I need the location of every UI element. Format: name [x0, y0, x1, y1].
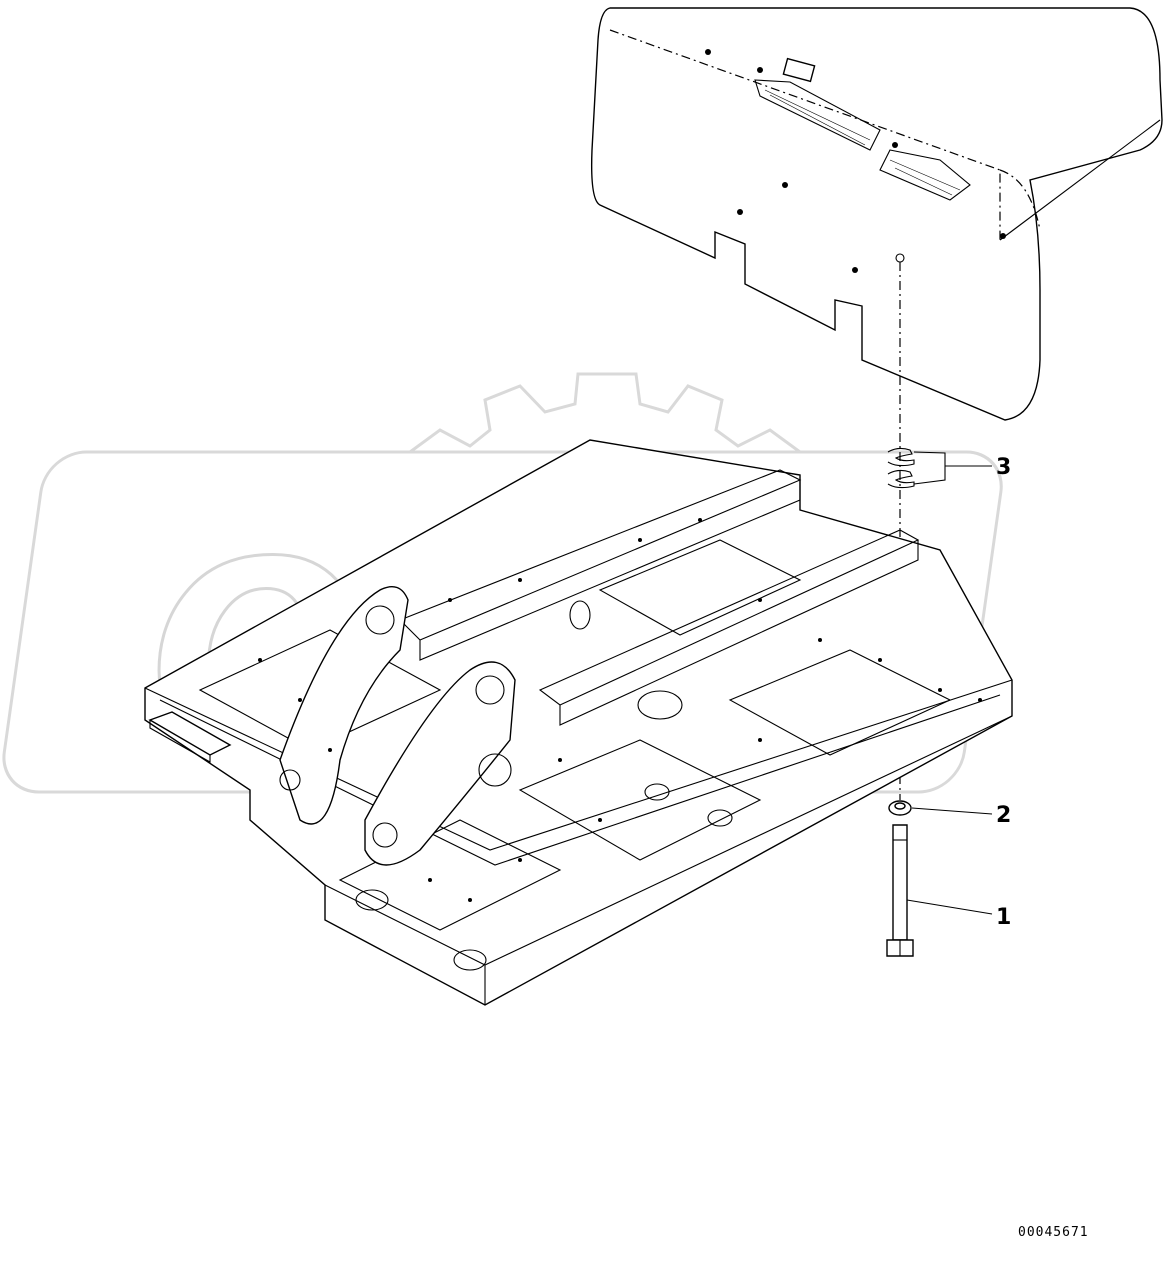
callout-2: 2	[996, 803, 1011, 828]
bolt	[886, 824, 914, 957]
upper-frame	[144, 439, 1013, 1006]
watermark-gear-icon	[409, 372, 801, 454]
callout-1: 1	[996, 905, 1011, 930]
counterweight	[590, 7, 1163, 421]
washer	[888, 800, 912, 816]
shim-pair	[887, 447, 915, 489]
leader-lines	[906, 451, 993, 915]
drawing-number: 00045671	[1018, 1225, 1089, 1240]
callout-3: 3	[996, 455, 1011, 480]
